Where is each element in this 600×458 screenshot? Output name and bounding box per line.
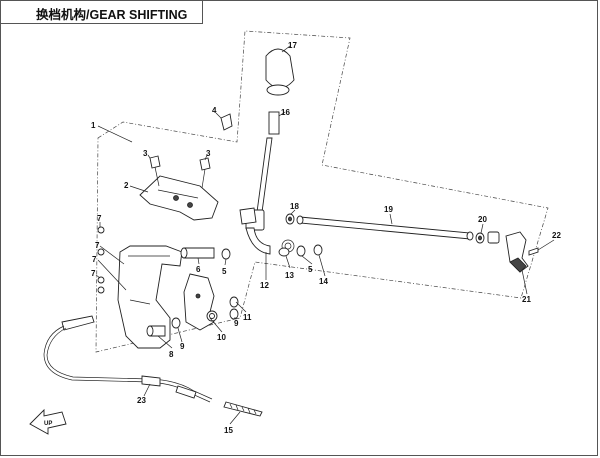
- bushing-8: [146, 325, 166, 337]
- cable-end-15: [223, 401, 263, 417]
- callout-14: 14: [319, 277, 328, 286]
- top-cover-bracket: [139, 175, 219, 221]
- callout-15: 15: [224, 426, 233, 435]
- rod-washer-18: [285, 213, 295, 225]
- callout-5-right: 5: [308, 265, 313, 274]
- rod-end-arm: [487, 231, 529, 273]
- rubber-block: [239, 207, 257, 225]
- small-bolt-22: [528, 247, 539, 256]
- rod-washer-20: [475, 232, 485, 244]
- callout-16: 16: [281, 108, 290, 117]
- callout-7-c: 7: [92, 255, 97, 264]
- callout-1: 1: [91, 121, 96, 130]
- callout-3-left: 3: [143, 149, 148, 158]
- washer-9-right: [229, 296, 239, 320]
- washer-5-left: [221, 248, 231, 260]
- bolt-3-right: [199, 157, 211, 189]
- callout-3-right: 3: [206, 149, 211, 158]
- screws-7: [97, 226, 105, 294]
- shift-lever: [245, 137, 273, 255]
- callout-12: 12: [260, 281, 269, 290]
- shift-plate-10: [183, 273, 215, 331]
- callout-6: 6: [196, 265, 201, 274]
- shift-knob: [265, 48, 295, 96]
- callout-23: 23: [137, 396, 146, 405]
- callout-22: 22: [552, 231, 561, 240]
- callout-9-left: 9: [180, 342, 185, 351]
- shift-rod: [296, 215, 474, 241]
- callout-11: 11: [243, 313, 252, 322]
- arrow-label: UP: [44, 421, 52, 427]
- callout-7-b: 7: [95, 241, 100, 250]
- assembly-outline: [95, 30, 549, 353]
- callout-5-left: 5: [222, 267, 227, 276]
- nut-13: [278, 247, 290, 257]
- nut-9-lower: [171, 317, 181, 329]
- callout-4: 4: [212, 106, 217, 115]
- lever-boot: [268, 111, 280, 135]
- callout-17: 17: [288, 41, 297, 50]
- callout-10: 10: [217, 333, 226, 342]
- washer-5-right: [296, 245, 306, 257]
- callout-2: 2: [124, 181, 129, 190]
- callout-19: 19: [384, 205, 393, 214]
- main-bracket: [117, 245, 183, 349]
- callout-8: 8: [169, 350, 174, 359]
- nut-14: [313, 244, 323, 256]
- callout-13: 13: [285, 271, 294, 280]
- callout-labels: 1 2 3 3 4 5 5 6 7 7 7 7 8 9 9 10 11 12 1…: [91, 41, 561, 435]
- direction-arrow-icon: UP: [29, 408, 67, 435]
- diagram-title: 换档机构/GEAR SHIFTING: [36, 8, 188, 22]
- callout-7-d: 7: [91, 269, 96, 278]
- ring-11: [206, 310, 218, 322]
- small-clip-4: [220, 113, 233, 131]
- callout-9-right: 9: [234, 319, 239, 328]
- callout-18: 18: [290, 202, 299, 211]
- shift-cable: [43, 315, 213, 403]
- bolt-3-left: [149, 155, 161, 187]
- title-box: 换档机构/GEAR SHIFTING: [0, 0, 203, 24]
- callout-20: 20: [478, 215, 487, 224]
- callout-21: 21: [522, 295, 531, 304]
- leader-lines: [95, 45, 555, 425]
- callout-7-a: 7: [97, 214, 102, 223]
- pivot-pin-6: [180, 247, 215, 259]
